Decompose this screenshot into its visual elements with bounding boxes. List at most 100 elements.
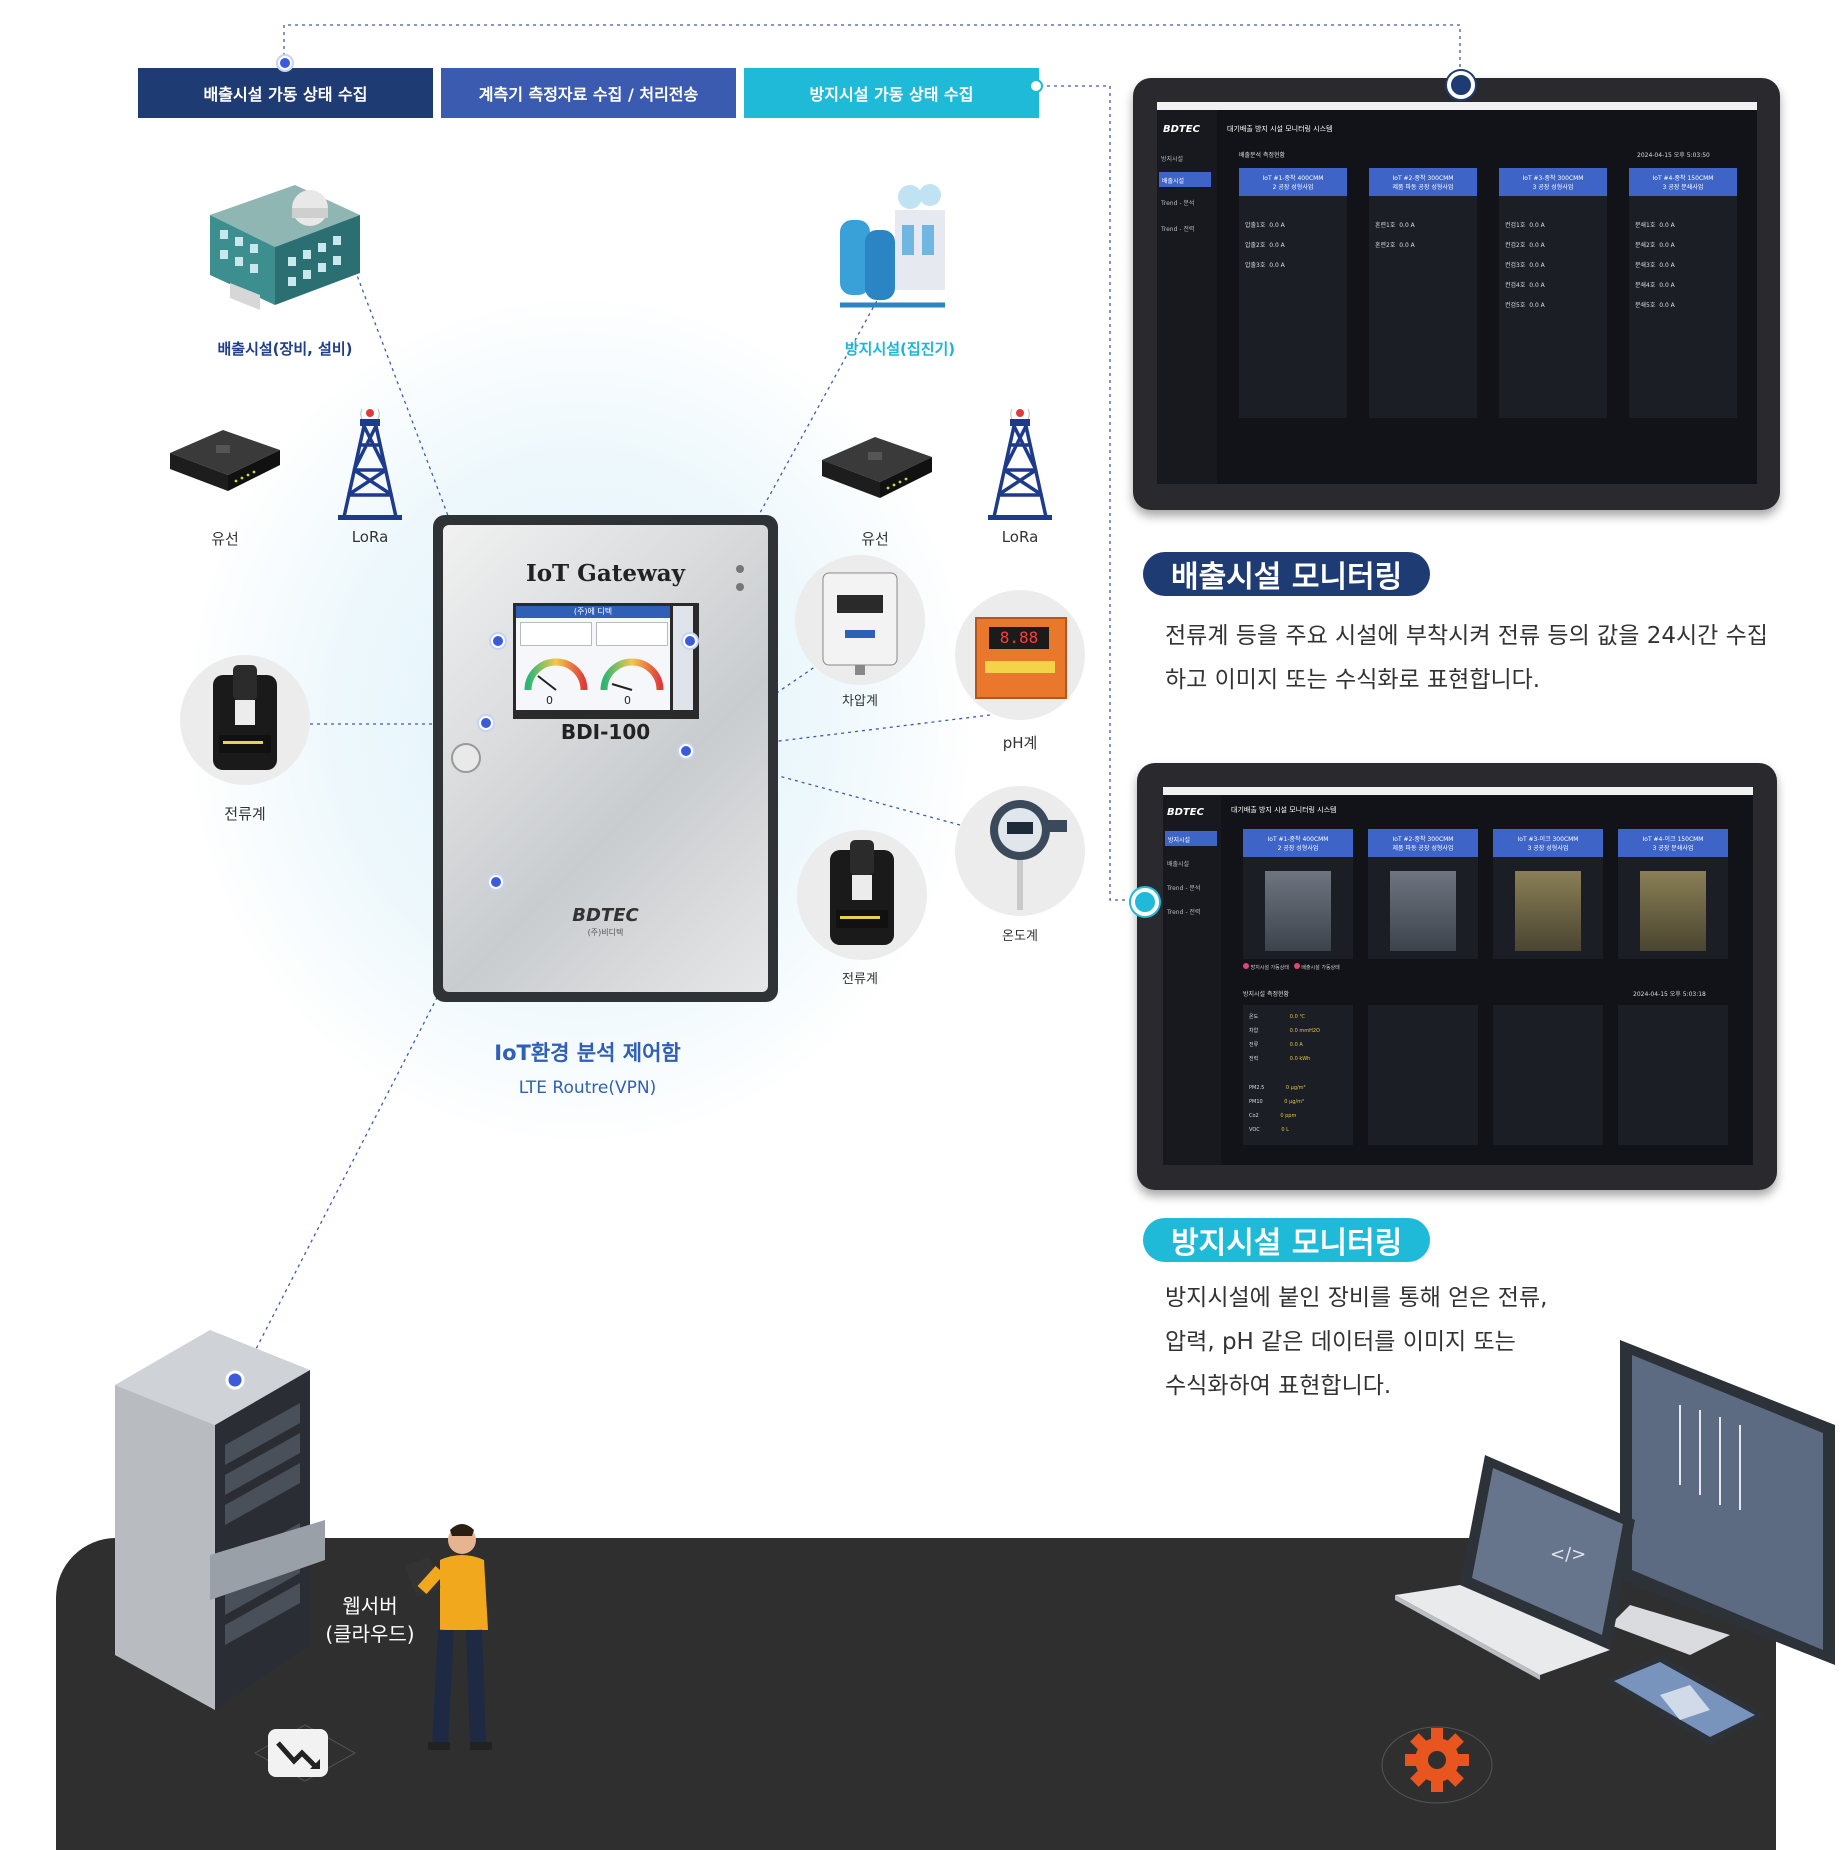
emission-monitor-screen: BDTEC 대기배출 방지 시설 모니터링 시스템 방지시설 배출시설 Tren…: [1157, 102, 1757, 484]
router-icon: [170, 430, 280, 491]
row-name: 분쇄1호: [1635, 222, 1656, 229]
row-name: 컨검1호: [1505, 222, 1526, 229]
menu-emission[interactable]: 배출시설: [1167, 861, 1190, 868]
emission-monitor-tablet: BDTEC 대기배출 방지 시설 모니터링 시스템 방지시설 배출시설 Tren…: [1133, 78, 1780, 510]
row-name: 분쇄4호: [1635, 282, 1656, 289]
card-title: IoT #4-중착 150CMM: [1652, 175, 1714, 182]
card-sub: 제품 파동 공장 성형사업: [1392, 845, 1454, 852]
row-value: 0.0 A: [1659, 282, 1675, 289]
row-name: 분쇄5호: [1635, 302, 1656, 309]
row-name: 혼련1호: [1375, 222, 1396, 229]
metric-value: 0.0 ℃: [1289, 1014, 1305, 1020]
gateway-brand: BDTEC: [572, 905, 639, 926]
metric-value: 0 μg/m³: [1284, 1099, 1304, 1105]
prevention-card: IoT #2-중착 300CMM 제품 파동 공장 성형사업: [1368, 829, 1478, 959]
row-name: 컨검5호: [1505, 302, 1526, 309]
gateway-knob: [451, 743, 481, 773]
connection-dot: [491, 634, 505, 648]
current-sensor-right-label: 전류계: [842, 972, 878, 987]
person-with-tablet-icon: [405, 1524, 492, 1750]
gateway-title: IoT Gateway: [525, 560, 686, 587]
section-title: 방지시설 측정현황: [1243, 991, 1290, 998]
tab-label: 배출시설 가동 상태 수집: [203, 85, 368, 104]
card-sub: 제품 파동 공장 성형사업: [1392, 184, 1454, 191]
tab-label: 방지시설 가동 상태 수집: [809, 85, 974, 104]
tablet-device-icon: [1605, 1655, 1765, 1745]
tab-prevention-status: 방지시설 가동 상태 수집: [744, 68, 1039, 118]
menu-trend-analysis[interactable]: Trend - 분석: [1167, 885, 1201, 892]
app-title: 대기배출 방지 시설 모니터링 시스템: [1227, 125, 1333, 133]
web-server-label: 웹서버 (클라우드): [315, 1592, 425, 1648]
prevention-monitoring-text: 방지시설에 붙인 장비를 통해 얻은 전류, 압력, pH 같은 데이터를 이미…: [1165, 1276, 1645, 1408]
metrics-card: [1493, 1005, 1603, 1145]
laptop-icon: </>: [1395, 1455, 1635, 1680]
iot-gateway-enclosure: IoT Gateway (주)에 디텍 0 0 BDI-100 BDTEC (주…: [433, 515, 778, 1002]
lora-tower-icon: [338, 408, 402, 520]
tab-emission-status: 배출시설 가동 상태 수집: [138, 68, 433, 118]
row-name: 컨검4호: [1505, 282, 1526, 289]
card-sub: 2 공장 성형사업: [1272, 184, 1314, 191]
menu-trend-power[interactable]: Trend - 전력: [1161, 226, 1195, 233]
menu-emission[interactable]: [1159, 172, 1211, 187]
metric-value: 0 μg/m³: [1285, 1085, 1306, 1091]
card-title: IoT #3-이크 300CMM: [1517, 836, 1579, 843]
card-sub: 3 공장 분쇄사업: [1662, 184, 1704, 191]
gateway-screen-title: (주)에 디텍: [516, 606, 670, 618]
card-title: IoT #2-중착 300CMM: [1392, 836, 1454, 843]
gear-icon: [1381, 1726, 1493, 1804]
row-name: 압출3호: [1245, 262, 1266, 269]
collector-image: [1265, 871, 1331, 951]
gateway-subcaption: LTE Routre(VPN): [518, 1078, 657, 1098]
current-clamp-icon: [830, 840, 894, 945]
row-value: 0.0 A: [1399, 222, 1415, 229]
metric-name: VOC: [1249, 1127, 1260, 1133]
app-title: 대기배출 방지 시설 모니터링 시스템: [1231, 806, 1337, 814]
emission-card: IoT #2-중착 300CMM 제품 파동 공장 성형사업 혼련1호 0.0 A…: [1369, 168, 1477, 418]
menu-trend-analysis[interactable]: Trend - 분석: [1161, 200, 1195, 207]
router-icon: [822, 437, 932, 498]
metric-name: 전력: [1249, 1056, 1259, 1062]
row-value: 0.0 A: [1269, 262, 1285, 269]
timestamp: 2024-04-15 오후 5:03:18: [1633, 991, 1706, 998]
row-name: 압출1호: [1245, 222, 1266, 229]
gauge-left-value: 0: [546, 694, 553, 707]
gauge-right-value: 0: [624, 694, 631, 707]
tab-connector-dot: [278, 56, 292, 70]
row-value: 0.0 A: [1659, 302, 1675, 309]
connection-dot: [479, 716, 493, 730]
metric-name: 전류: [1249, 1042, 1259, 1048]
connection-dot: [683, 634, 697, 648]
row-value: 0.0 A: [1269, 222, 1285, 229]
row-value: 0.0 A: [1269, 242, 1285, 249]
metric-value: 0 L: [1281, 1127, 1289, 1133]
metrics-card: [1618, 1005, 1728, 1145]
menu-trend-power[interactable]: Trend - 전력: [1167, 909, 1201, 916]
prevention-monitoring-pill: 방지시설 모니터링: [1143, 1218, 1431, 1262]
ph-label: pH계: [1002, 734, 1038, 752]
menu-prevention[interactable]: 방지시설: [1161, 156, 1184, 163]
metric-value: 0.0 mmH2O: [1289, 1028, 1320, 1034]
gateway-brand-sub: (주)비디텍: [587, 928, 624, 937]
current-clamp-icon: [213, 665, 277, 770]
timestamp: 2024-04-15 오후 5:03:50: [1637, 152, 1710, 159]
row-value: 0.0 A: [1529, 282, 1545, 289]
row-value: 0.0 A: [1529, 302, 1545, 309]
svg-text:</>: </>: [1550, 1544, 1586, 1565]
row-value: 0.0 A: [1399, 242, 1415, 249]
pill-label: 배출시설 모니터링: [1171, 560, 1403, 595]
paragraph-line: 방지시설에 붙인 장비를 통해 얻은 전류,: [1165, 1285, 1548, 1311]
row-value: 0.0 A: [1529, 262, 1545, 269]
card-title: IoT #2-중착 300CMM: [1392, 175, 1454, 182]
lora-label-left: LoRa: [351, 528, 389, 546]
row-name: 컨검2호: [1505, 242, 1526, 249]
row-name: 분쇄2호: [1635, 242, 1656, 249]
tablet-connector-dot: [1131, 888, 1159, 916]
row-name: 컨검3호: [1505, 262, 1526, 269]
paragraph: 전류계 등을 주요 시설에 부착시켜 전류 등의 값을 24시간 수집하고 이미…: [1165, 623, 1768, 693]
card-sub: 3 공장 분쇄사업: [1652, 845, 1694, 852]
menu-prevention[interactable]: [1165, 831, 1217, 846]
tab-label: 계측기 측정자료 수집 / 처리전송: [478, 85, 699, 104]
